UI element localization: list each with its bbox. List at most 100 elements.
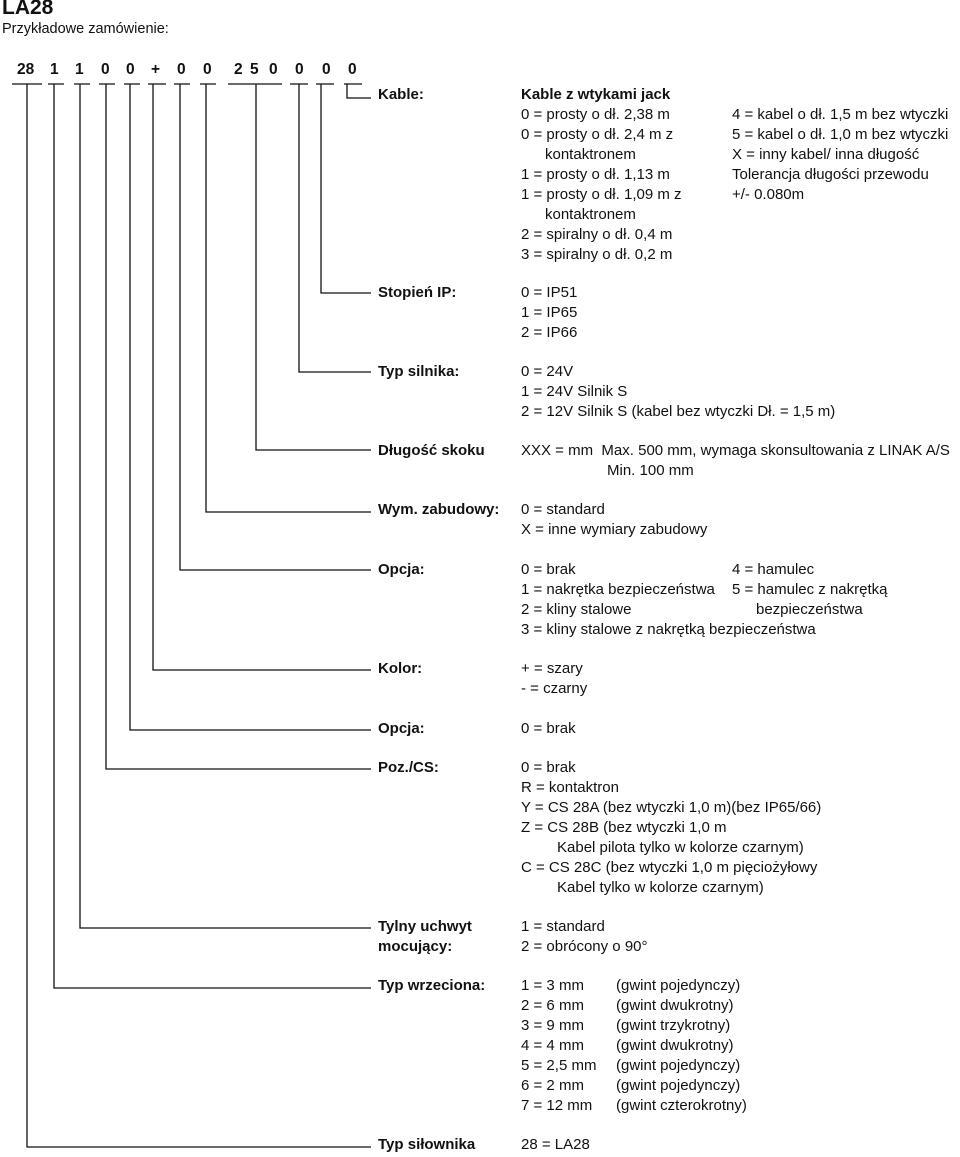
code-char: 5 [250,61,259,78]
row-label-position-cs: Poz./CS: [378,759,439,776]
value-line: XXX = mm Max. 500 mm, wymaga skonsultowa… [521,442,950,459]
value-line: 1 = IP65 [521,304,578,321]
row-values-position-cs: 0 = brak R = kontaktron Y = CS 28A (bez … [521,758,821,898]
row-values-cables-right: 4 = kabel o dł. 1,5 m bez wtyczki 5 = ka… [732,105,948,205]
value-line: 2 = spiralny o dł. 0,4 m [521,226,673,243]
note-line: (gwint pojedynczy) [616,977,741,994]
note-line: (gwint trzykrotny) [616,1017,731,1034]
row-label-option-2: Opcja: [378,720,425,737]
row-label-mounting-dims: Wym. zabudowy: [378,501,500,518]
value-line: 0 = prosty o dł. 2,4 m z [521,126,674,143]
value-line: X = inny kabel/ inna długość [732,146,920,163]
value-line: 1 = prosty o dł. 1,09 m z [521,186,682,203]
row-values-spindle: 1 = 3 mm 2 = 6 mm 3 = 9 mm 4 = 4 mm 5 = … [521,976,596,1116]
code-char: 0 [177,61,186,78]
code-char: 0 [101,61,110,78]
value-line: 28 = LA28 [521,1136,590,1153]
value-line: 0 = brak [521,759,576,776]
code-char: 28 [17,61,35,78]
value-line: 1 = standard [521,918,605,935]
value-line: 5 = kabel o dł. 1,0 m bez wtyczki [732,126,949,143]
note-line: (gwint czterokrotny) [616,1097,747,1114]
value-line: 3 = kliny stalowe z nakrętką bezpieczeńs… [521,621,816,638]
row-label-rear-mount: Tylny uchwyt mocujący: [378,917,472,957]
value-line: Min. 100 mm [607,462,694,479]
value-line: 2 = 12V Silnik S (kabel bez wtyczki Dł. … [521,403,836,420]
value-line: 5 = 2,5 mm [521,1057,597,1074]
code-char: 0 [322,61,331,78]
value-line: C = CS 28C (bez wtyczki 1,0 m pięciożyło… [521,859,818,876]
row-values-cables: Kable z wtykami jack 0 = prosty o dł. 2,… [521,85,682,265]
row-label-option: Opcja: [378,561,425,578]
row-label-spindle: Typ wrzeciona: [378,977,486,994]
value-line: 2 = obrócony o 90° [521,938,648,955]
label-line: mocujący: [378,938,453,955]
value-line: 0 = standard [521,501,605,518]
value-line: 1 = prosty o dł. 1,13 m [521,166,670,183]
row-values-option-2: 0 = brak [521,719,576,739]
value-line: X = inne wymiary zabudowy [521,521,708,538]
row-label-stroke: Długość skoku [378,442,485,459]
value-line: 4 = hamulec [732,561,815,578]
value-line: 1 = 24V Silnik S [521,383,628,400]
row-values-color: + = szary - = czarny [521,659,587,699]
value-line: Kabel pilota tylko w kolorze czarnym) [557,839,804,856]
row-label-motor: Typ silnika: [378,363,460,380]
value-line: Tolerancja długości przewodu [732,166,929,183]
value-line: 1 = 3 mm [521,977,584,994]
label-line: Tylny uchwyt [378,918,472,935]
row-label-actuator: Typ siłownika [378,1136,476,1153]
value-line: kontaktronem [545,146,636,163]
value-line: Kabel tylko w kolorze czarnym) [557,879,764,896]
value-line: Z = CS 28B (bez wtyczki 1,0 m [521,819,727,836]
note-line: (gwint dwukrotny) [616,997,734,1014]
code-char: 2 [234,61,243,78]
code-char: + [151,61,161,78]
row-values-stroke: XXX = mm Max. 500 mm, wymaga skonsultowa… [521,441,950,481]
note-line: (gwint pojedynczy) [616,1077,741,1094]
code-char: 0 [269,61,278,78]
row-values-option-right: 4 = hamulec 5 = hamulec z nakrętką bezpi… [732,560,888,620]
value-line: 3 = 9 mm [521,1017,584,1034]
note-line: (gwint dwukrotny) [616,1037,734,1054]
value-line: 0 = brak [521,561,576,578]
value-line: 3 = spiralny o dł. 0,2 m [521,246,673,263]
value-line: 2 = IP66 [521,324,578,341]
value-line: 6 = 2 mm [521,1077,584,1094]
value-line: 0 = brak [521,720,576,737]
row-notes-spindle: (gwint pojedynczy) (gwint dwukrotny) (gw… [616,976,747,1116]
code-char: 1 [75,61,84,78]
row-values-ip: 0 = IP51 1 = IP65 2 = IP66 [521,283,577,343]
note-line: (gwint pojedynczy) [616,1057,741,1074]
value-line: kontaktronem [545,206,636,223]
value-line: 5 = hamulec z nakrętką [732,581,888,598]
row-values-option: 0 = brak 1 = nakrętka bezpieczeństwa 2 =… [521,560,816,640]
row-values-actuator: 28 = LA28 [521,1135,590,1155]
row-values-rear-mount: 1 = standard 2 = obrócony o 90° [521,917,648,957]
value-line: 2 = 6 mm [521,997,584,1014]
row-values-mounting-dims: 0 = standard X = inne wymiary zabudowy [521,500,707,540]
value-line: 1 = nakrętka bezpieczeństwa [521,581,715,598]
value-line: - = czarny [521,680,588,697]
value-line: Y = CS 28A (bez wtyczki 1,0 m)(bez IP65/… [521,799,822,816]
row-values-motor: 0 = 24V 1 = 24V Silnik S 2 = 12V Silnik … [521,362,835,422]
row-label-ip: Stopień IP: [378,284,457,301]
code-char: 0 [295,61,304,78]
code-char: 0 [126,61,135,78]
value-line: 0 = prosty o dł. 2,38 m [521,106,670,123]
page-subtitle: Przykładowe zamówienie: [2,21,169,37]
value-line: +/- 0.080m [732,186,805,203]
row-label-color: Kolor: [378,660,423,677]
value-line: R = kontaktron [521,779,619,796]
value-line: + = szary [521,660,583,677]
code-char: 0 [348,61,357,78]
value-line: 4 = kabel o dł. 1,5 m bez wtyczki [732,106,949,123]
value-line: bezpieczeństwa [756,601,863,618]
value-line: Kable z wtykami jack [521,86,671,103]
value-line: 0 = 24V [521,363,574,380]
value-line: 0 = IP51 [521,284,578,301]
code-char: 0 [203,61,212,78]
value-line: 4 = 4 mm [521,1037,584,1054]
row-label-cables: Kable: [378,86,424,103]
